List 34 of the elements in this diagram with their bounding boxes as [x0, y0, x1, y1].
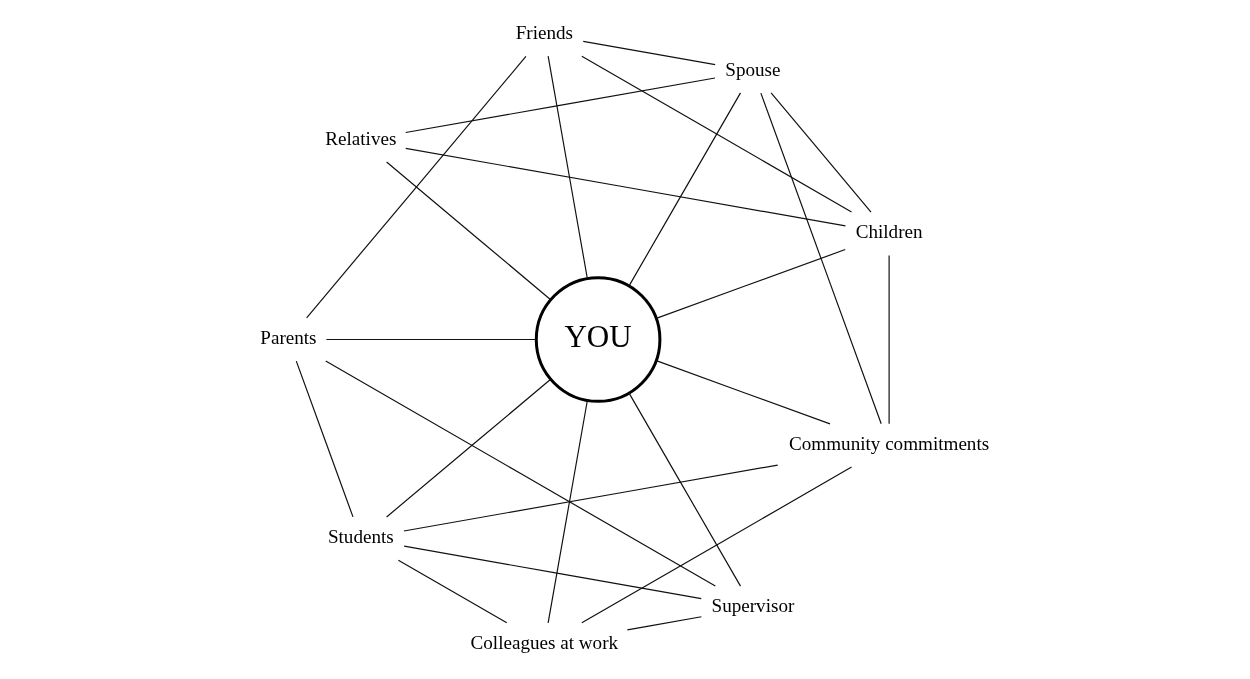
- node-text: Relatives: [324, 127, 396, 149]
- node-text: Parents: [259, 327, 317, 349]
- connector: [580, 55, 852, 213]
- connector: [397, 559, 507, 624]
- connector: [759, 92, 882, 425]
- node-text: Community commitments: [788, 432, 989, 454]
- connector: [888, 254, 890, 425]
- connector: [580, 466, 852, 624]
- node-text: Children: [855, 221, 923, 243]
- connector: [770, 92, 872, 213]
- connector: [655, 248, 846, 319]
- connector: [404, 147, 846, 227]
- connector: [324, 360, 716, 587]
- connector: [582, 40, 716, 66]
- connector: [403, 545, 702, 600]
- connector: [627, 92, 741, 287]
- node-text: Students: [327, 526, 394, 548]
- connector: [547, 55, 588, 280]
- connector: [547, 399, 588, 624]
- connector: [626, 616, 702, 631]
- connector: [627, 392, 741, 587]
- node-text: Friends: [515, 22, 573, 44]
- node-circle: YOU: [534, 276, 661, 403]
- connector: [325, 338, 537, 341]
- connector: [385, 161, 551, 301]
- node-text: Supervisor: [711, 595, 794, 617]
- node-text: Colleagues at work: [470, 632, 618, 654]
- connector: [305, 55, 526, 319]
- node-text: Spouse: [724, 58, 781, 80]
- connector: [402, 464, 778, 532]
- connector: [385, 378, 551, 518]
- connector: [295, 360, 354, 518]
- connector: [404, 77, 716, 134]
- connector: [655, 360, 831, 425]
